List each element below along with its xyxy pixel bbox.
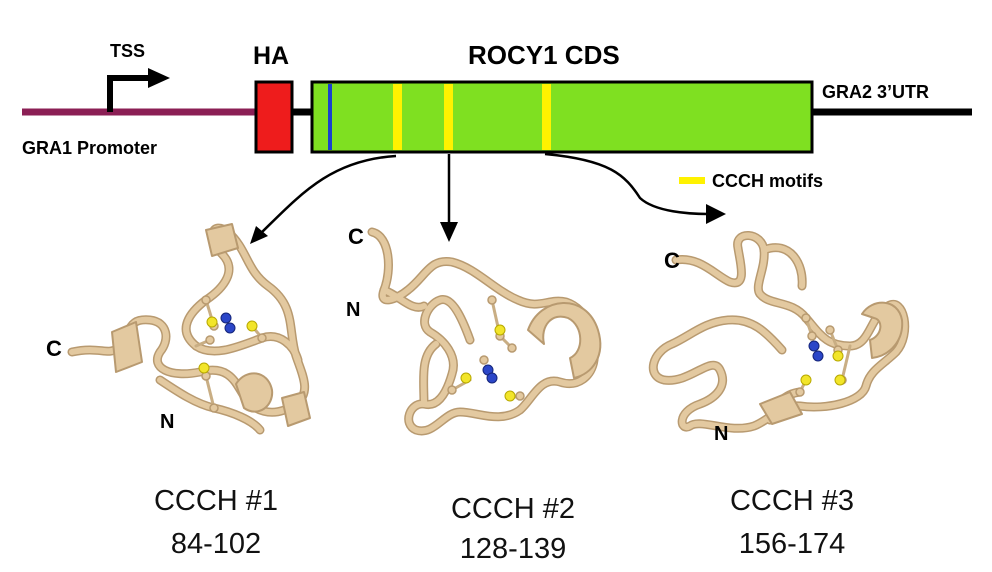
ha-tag-box: [254, 80, 294, 154]
tss-arrowhead-icon: [148, 68, 170, 88]
structure-3-c-label: C: [664, 248, 680, 273]
ccch-motif-stripe-1: [393, 84, 402, 150]
structure-1-n-label: N: [160, 411, 174, 433]
arrowhead-3-icon: [706, 204, 726, 224]
structure-2-n-label: N: [346, 299, 360, 321]
structure-1-model: [67, 223, 311, 435]
tss-label: TSS: [110, 41, 145, 61]
structure-1-range: 84-102: [171, 528, 261, 560]
ccch-motif-stripe-3: [542, 84, 551, 150]
legend-swatch: [679, 177, 705, 184]
utr-label: GRA2 3’UTR: [822, 82, 929, 102]
cds-box: [310, 80, 814, 154]
structure-2-range: 128-139: [460, 533, 566, 565]
arrowhead-2-icon: [440, 222, 458, 242]
legend-label: CCCH motifs: [712, 171, 823, 191]
structure-2-model: [367, 227, 602, 436]
arrowhead-1-icon: [250, 226, 268, 244]
structure-3-model: [648, 231, 910, 433]
structure-3-n-label: N: [714, 423, 728, 445]
structure-2-title: CCCH #2: [451, 493, 575, 525]
structure-1-c-label: C: [46, 336, 62, 361]
cds-label: ROCY1 CDS: [468, 40, 620, 70]
ccch-motif-stripe-2: [444, 84, 453, 150]
structure-1-title: CCCH #1: [154, 485, 278, 517]
arrow-to-structure-3: [544, 152, 709, 216]
ha-label: HA: [253, 42, 289, 70]
structure-2-c-label: C: [348, 224, 364, 249]
blue-marker: [328, 84, 332, 150]
arrow-to-structure-1: [257, 154, 397, 237]
structure-3-title: CCCH #3: [730, 485, 854, 517]
structure-3-range: 156-174: [739, 528, 845, 560]
tss-arrow-icon: [107, 75, 152, 112]
promoter-label: GRA1 Promoter: [22, 138, 157, 158]
